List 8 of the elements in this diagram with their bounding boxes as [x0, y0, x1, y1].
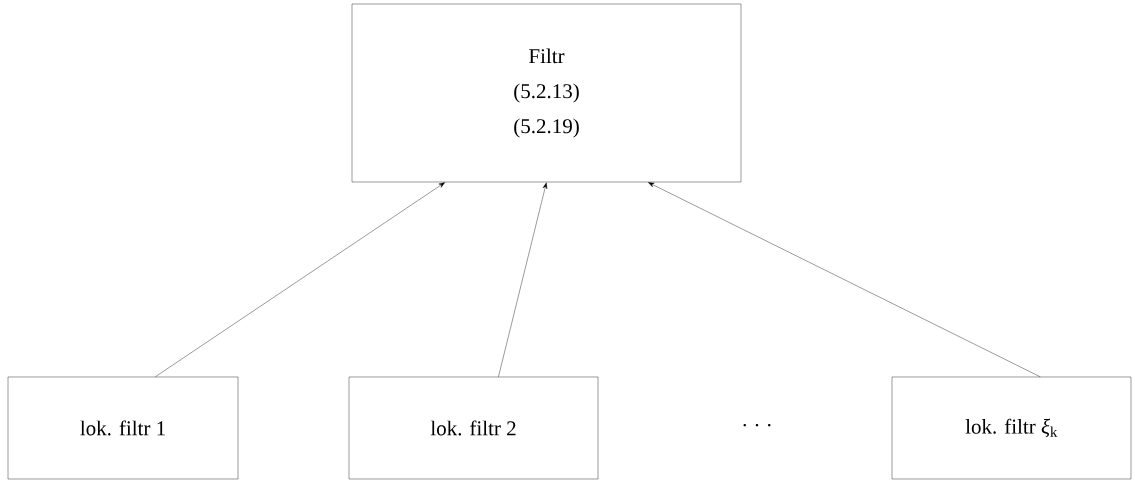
process-box: Filtr (5.2.13) (5.2.19) — [351, 3, 742, 183]
arrow — [498, 182, 548, 377]
process-box: lok. filtr ξ$_{k}$ — [891, 376, 1132, 480]
arrow — [648, 182, 1041, 377]
ellipsis: · · · — [743, 423, 771, 427]
arrow — [155, 182, 445, 377]
process-box: lok. filtr 1 — [7, 376, 239, 480]
process-box: lok. filtr 2 — [348, 376, 599, 480]
